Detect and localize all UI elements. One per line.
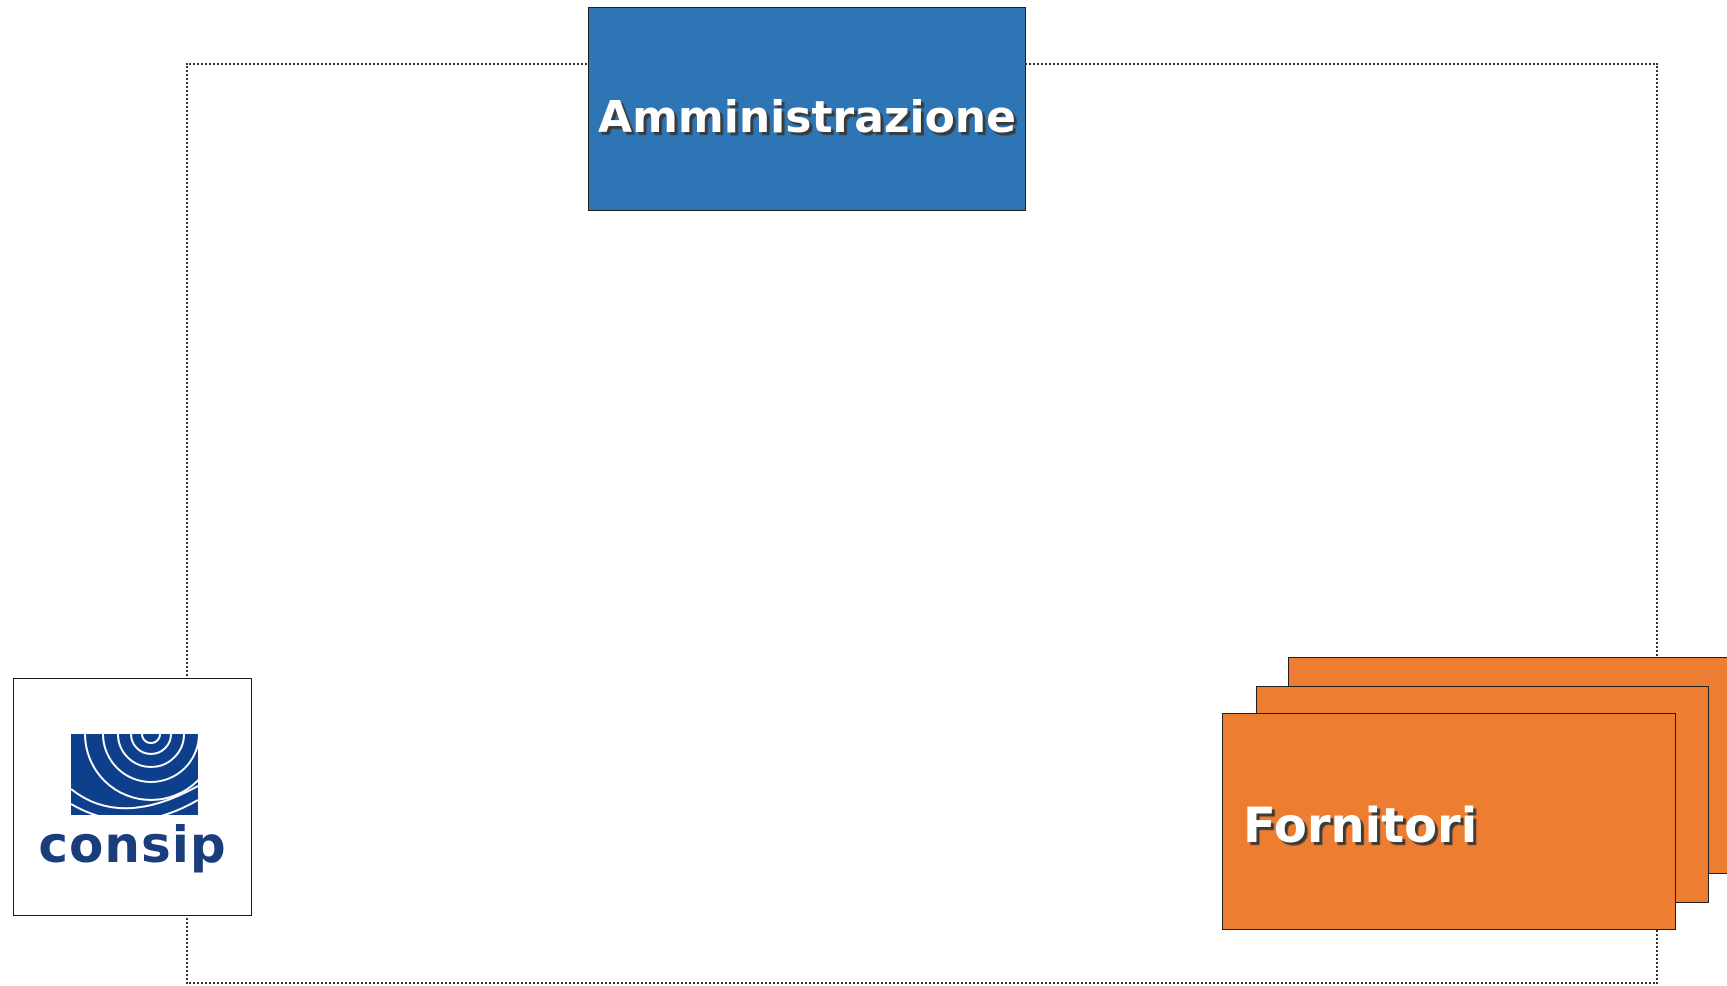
- administration-label: Amministrazione: [598, 92, 1016, 143]
- suppliers-node[interactable]: Fornitori: [1222, 713, 1676, 930]
- consip-logo-wordmark: consip: [38, 816, 227, 874]
- consip-logo-mark-icon: [71, 734, 198, 815]
- administration-node[interactable]: Amministrazione: [588, 7, 1026, 211]
- suppliers-label: Fornitori: [1243, 798, 1478, 854]
- consip-logo: consip: [13, 678, 252, 916]
